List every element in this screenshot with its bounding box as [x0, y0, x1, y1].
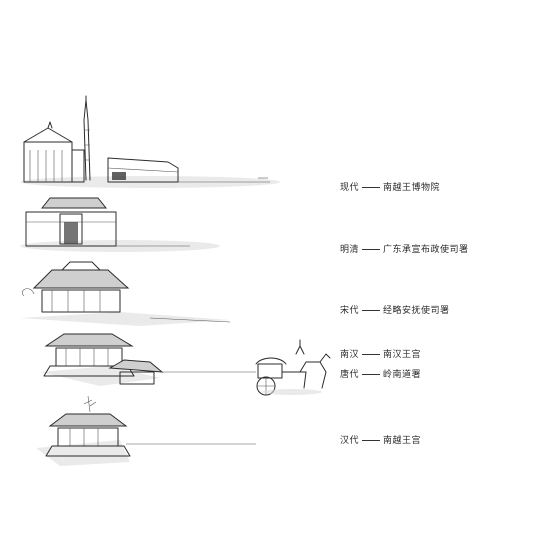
dash-line [362, 310, 381, 311]
era-site: 经略安抚使司署 [383, 306, 450, 316]
era-period: 唐代 [340, 370, 360, 380]
era-label-song: 宋代 经略安抚使司署 [340, 305, 450, 317]
han-palace-drawing [36, 395, 256, 466]
era-label-ming-qing: 明清 广东承宣布政使司署 [340, 244, 469, 256]
era-label-tang: 唐代 岭南道署 [340, 369, 421, 381]
era-site: 南越王博物院 [383, 183, 441, 193]
ming-qing-gate-drawing [20, 197, 220, 252]
song-pavilion-drawing [20, 261, 231, 326]
dash-line [362, 187, 381, 188]
era-site: 广东承宣布政使司署 [383, 245, 469, 255]
dash-line [362, 249, 381, 250]
dash-line [362, 440, 381, 441]
modern-skyline-drawing [20, 95, 280, 188]
era-period: 宋代 [340, 306, 360, 316]
ox-cart-drawing [255, 339, 331, 396]
era-period: 现代 [340, 183, 360, 193]
dash-line [362, 354, 381, 355]
era-site: 南汉王宫 [383, 350, 422, 360]
era-label-han: 汉代 南越王宫 [340, 435, 421, 447]
southern-han-palace-drawing [40, 333, 256, 386]
era-period: 南汉 [340, 350, 360, 360]
era-period: 汉代 [340, 436, 360, 446]
era-site: 岭南道署 [383, 370, 422, 380]
dash-line [362, 374, 381, 375]
era-label-southern-han: 南汉 南汉王宫 [340, 349, 421, 361]
era-site: 南越王宫 [383, 436, 422, 446]
era-label-modern: 现代 南越王博物院 [340, 182, 440, 194]
era-period: 明清 [340, 245, 360, 255]
